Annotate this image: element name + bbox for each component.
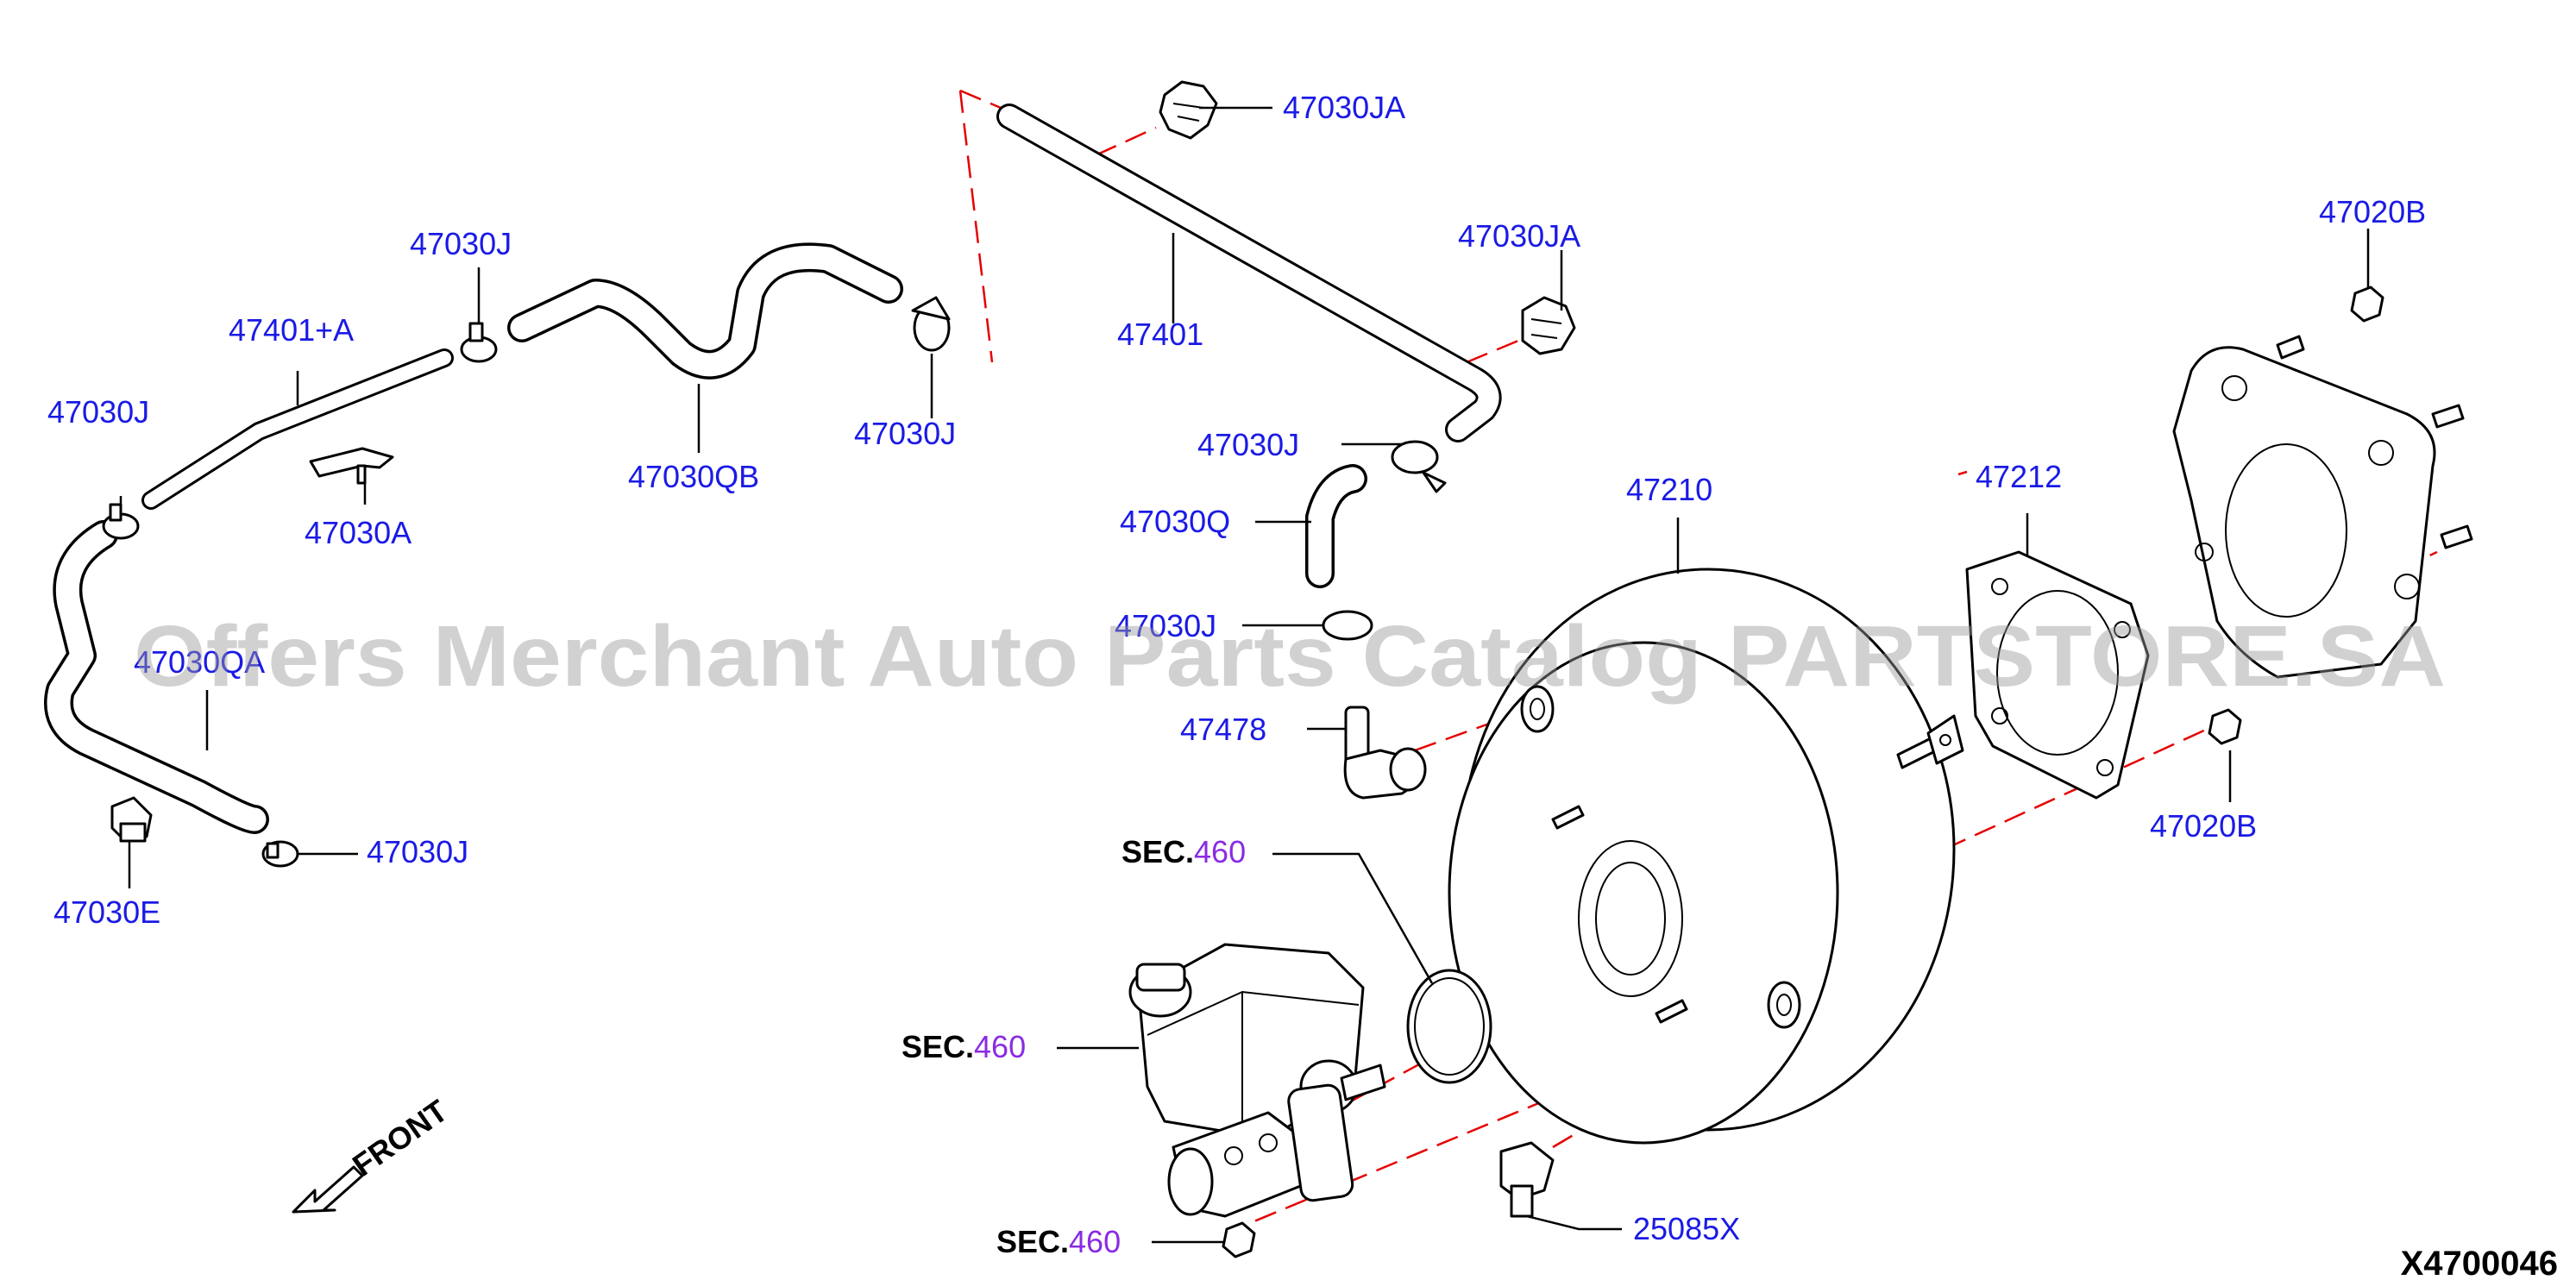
check-valve-47478: [1343, 706, 1427, 800]
label-47030J-d[interactable]: 47030J: [367, 834, 468, 869]
sec-prefix: SEC.: [996, 1224, 1069, 1259]
label-25085X[interactable]: 25085X: [1633, 1211, 1740, 1246]
diagram-code: X4700046: [2401, 1245, 2558, 1280]
label-47030JA-mid[interactable]: 47030JA: [1458, 218, 1580, 254]
label-47030J-b[interactable]: 47030J: [47, 394, 149, 430]
sec-number: 460: [1194, 834, 1246, 869]
clamp-icon: [460, 322, 498, 363]
section-ref-1[interactable]: SEC.460: [1122, 834, 1246, 869]
nut-icon: [2208, 708, 2242, 745]
leader-lines: [119, 106, 2370, 1244]
label-47401A[interactable]: 47401+A: [229, 312, 354, 348]
gasket-47212: [1965, 550, 2150, 800]
svg-text:SEC.460: SEC.460: [1122, 834, 1246, 869]
bracket-47030A: [309, 447, 394, 485]
label-47030J-a[interactable]: 47030J: [410, 226, 512, 261]
label-47030JA-top[interactable]: 47030JA: [1283, 90, 1405, 125]
clamp-icon: [102, 503, 140, 540]
spacer-plate: [2172, 335, 2473, 679]
sec-number: 460: [1069, 1224, 1121, 1259]
sec-prefix: SEC.: [902, 1029, 974, 1064]
svg-text:SEC.460: SEC.460: [902, 1029, 1026, 1064]
nut-icon: [2350, 285, 2384, 323]
o-ring: [1406, 969, 1492, 1084]
clamp-icon: [911, 296, 951, 352]
label-47030J-f[interactable]: 47030J: [1115, 608, 1216, 643]
master-cylinder: [1128, 943, 1386, 1218]
hose-47401A: [141, 348, 454, 510]
label-47212[interactable]: 47212: [1976, 459, 2062, 494]
label-47030J-e[interactable]: 47030J: [1197, 427, 1299, 462]
label-47030Q[interactable]: 47030Q: [1120, 504, 1230, 539]
clamp-icon: [1391, 440, 1447, 493]
label-47210[interactable]: 47210: [1626, 472, 1712, 507]
pressure-sensor-25085X: [1499, 1141, 1555, 1218]
label-47020B-bottom[interactable]: 47020B: [2150, 808, 2257, 844]
label-47401[interactable]: 47401: [1117, 317, 1203, 352]
hose-47030QA: [44, 520, 269, 834]
label-47020B-top[interactable]: 47020B: [2319, 194, 2426, 229]
label-47030A[interactable]: 47030A: [305, 515, 412, 550]
watermark: Offers Merchant Auto Parts Catalog PARTS…: [134, 608, 2446, 705]
sec-number: 460: [974, 1029, 1026, 1064]
label-47478[interactable]: 47478: [1180, 712, 1266, 747]
retainer-clip-icon: [1521, 296, 1576, 355]
nut-icon: [1222, 1221, 1256, 1258]
label-47030E[interactable]: 47030E: [53, 894, 160, 930]
vacuum-hose-47401: [996, 104, 1502, 442]
front-label: FRONT: [346, 1093, 454, 1183]
hose-47030Q: [1305, 464, 1367, 588]
valve-47030E: [110, 796, 153, 843]
section-ref-3[interactable]: SEC.460: [996, 1224, 1121, 1259]
brake-booster-47210: [1448, 568, 1964, 1145]
label-47030QA[interactable]: 47030QA: [134, 644, 265, 680]
clamp-icon: [261, 840, 299, 868]
retainer-clip-icon: [1159, 80, 1218, 140]
front-arrow-icon: FRONT: [292, 1093, 454, 1214]
label-47030J-c[interactable]: 47030J: [854, 416, 956, 451]
label-47030QB[interactable]: 47030QB: [628, 459, 759, 494]
svg-text:SEC.460: SEC.460: [996, 1224, 1121, 1259]
sec-prefix: SEC.: [1122, 834, 1194, 869]
hose-47030QB: [507, 242, 903, 380]
section-ref-2[interactable]: SEC.460: [902, 1029, 1026, 1064]
